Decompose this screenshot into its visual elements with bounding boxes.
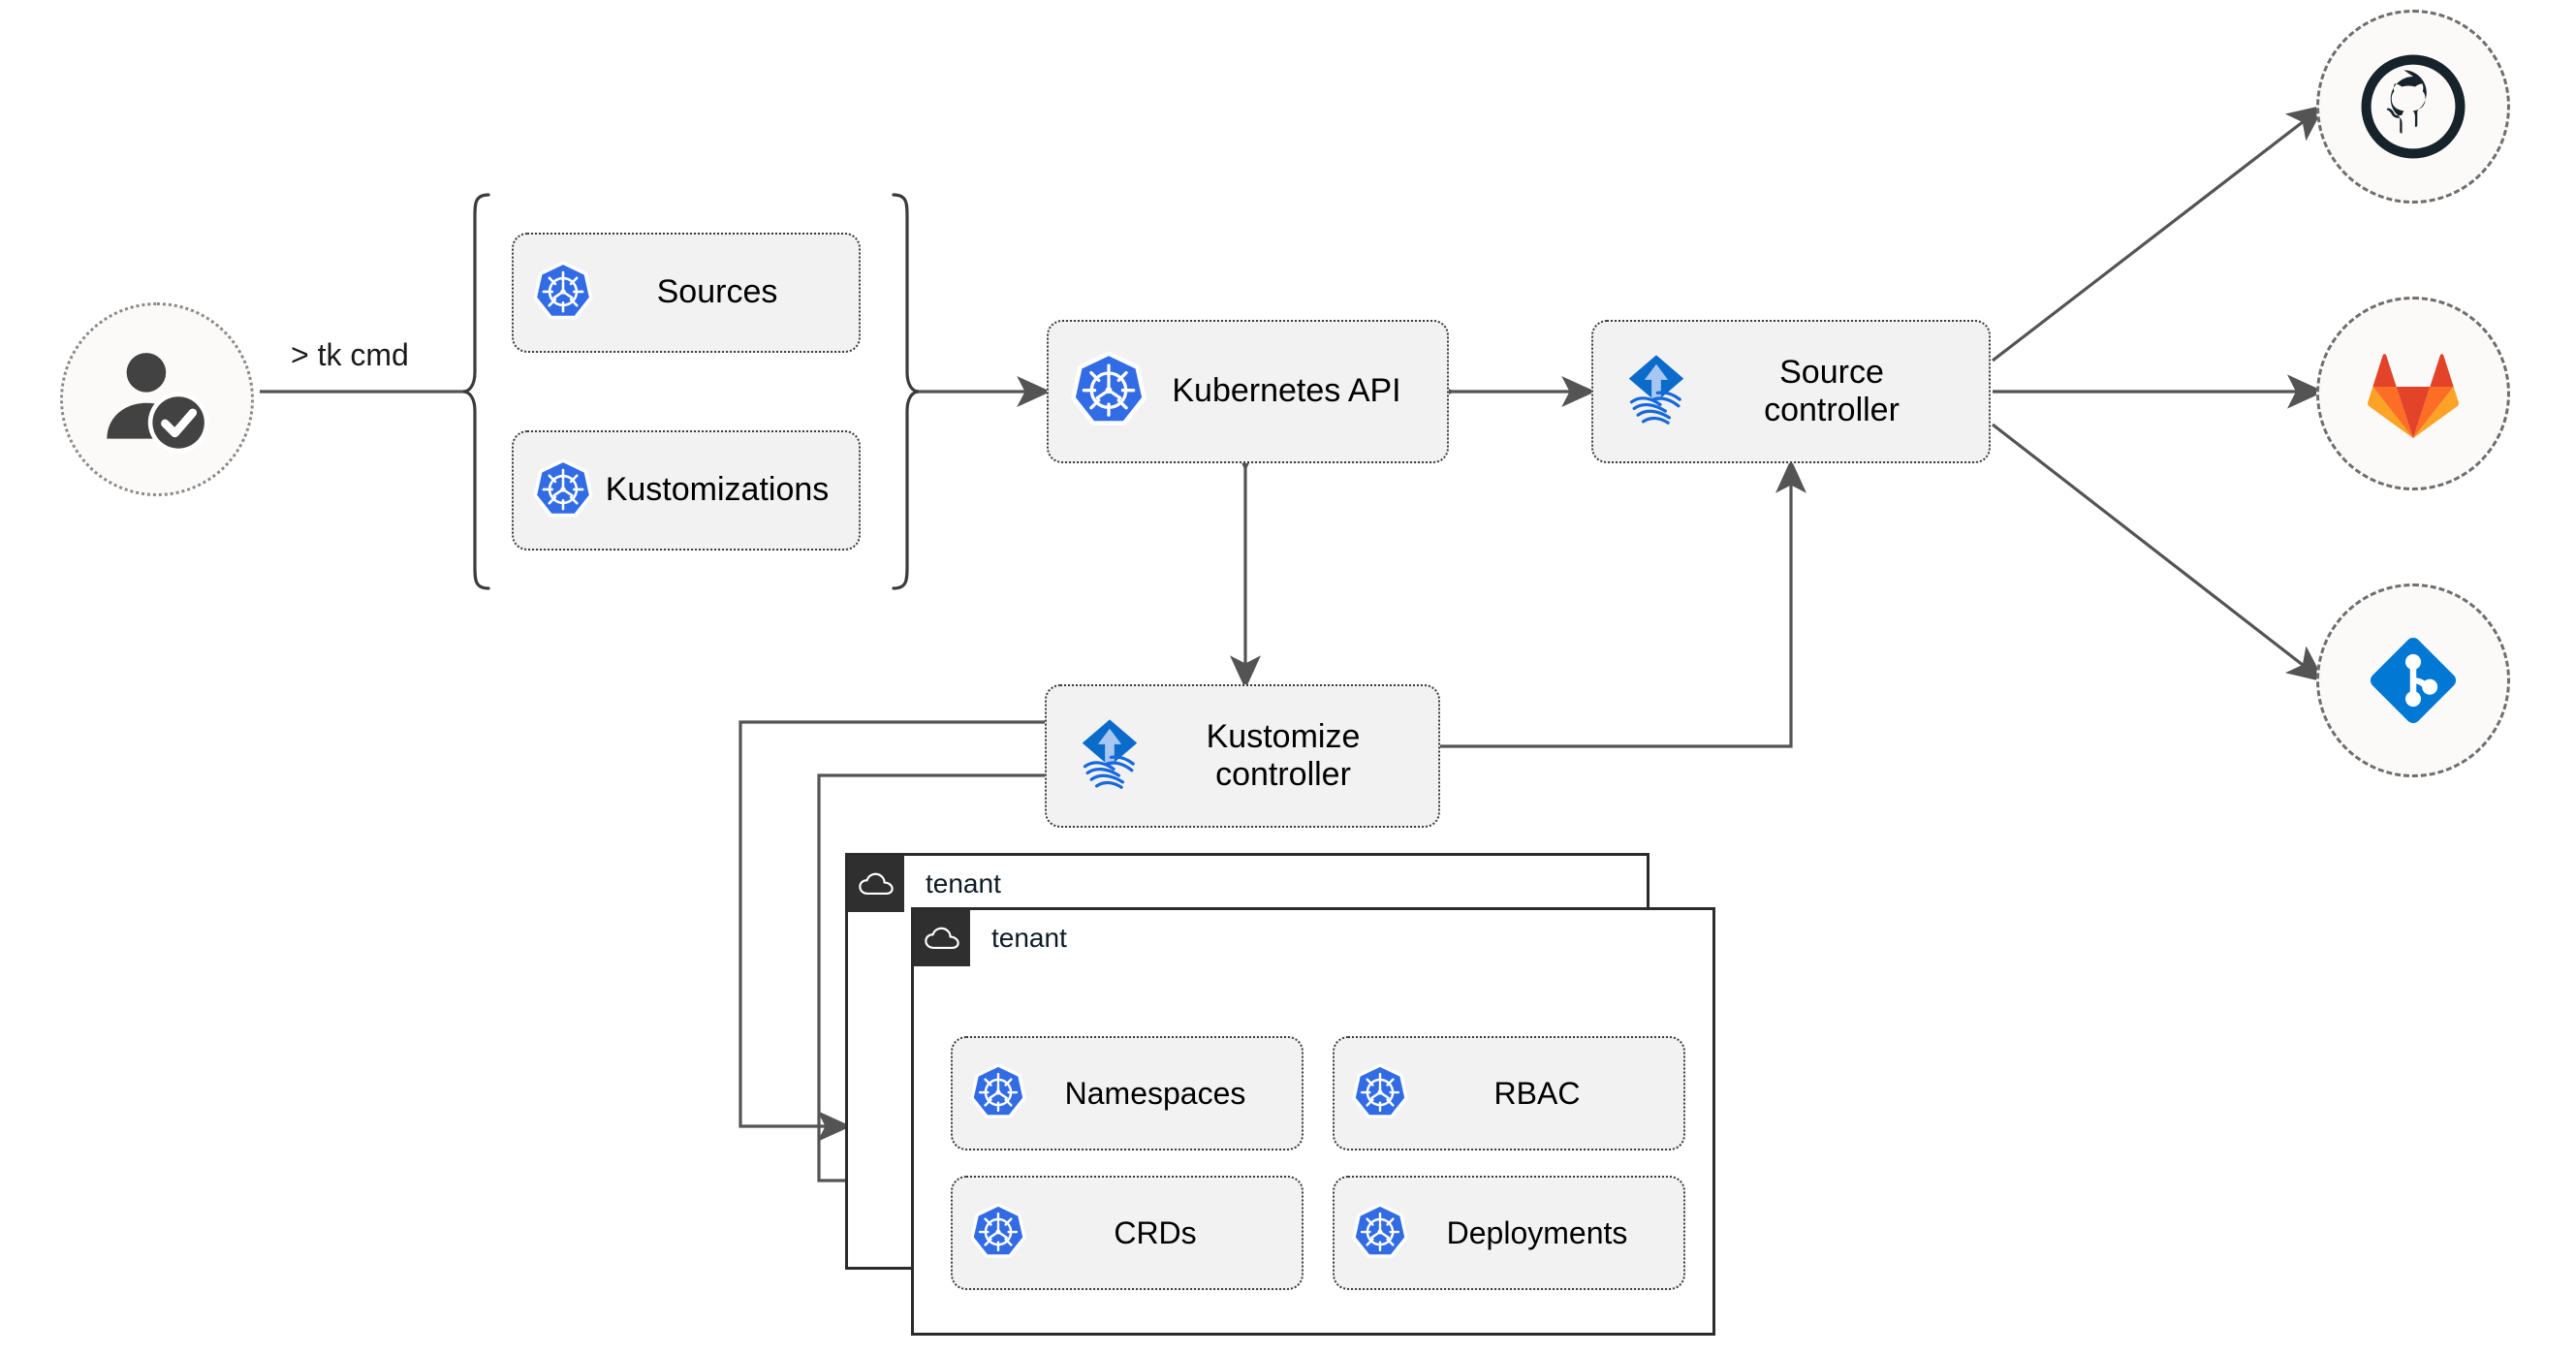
tenant-header: tenant [914,910,1067,966]
gitlab-icon [2367,354,2460,439]
node-crds[interactable]: CRDs [951,1176,1304,1290]
node-label: CRDs [1114,1214,1197,1250]
tenant-label: tenant [991,923,1067,953]
node-namespaces[interactable]: Namespaces [951,1036,1304,1150]
tenant-label: tenant [926,868,1001,898]
node-label: Namespaces [1064,1075,1246,1111]
tenant-resource-grid: Namespaces [951,1036,1685,1290]
node-label: Kustomizations [605,471,830,509]
tenant-header: tenant [848,856,1001,912]
kubernetes-icon [1350,1063,1410,1123]
node-label: Kubernetes API [1172,372,1401,410]
node-label: Sources [656,273,778,311]
wire-kustomize-to-source [1440,458,1806,748]
kubernetes-icon [968,1203,1028,1263]
node-kustomize-controller[interactable]: Kustomize controller [1045,684,1440,828]
node-kubernetes-api[interactable]: Kubernetes API [1047,320,1449,463]
cloud-icon [914,910,970,966]
node-kustomizations[interactable]: Kustomizations [512,430,861,551]
kubernetes-icon [1068,351,1149,432]
user-verified-icon [107,353,209,454]
node-deployments[interactable]: Deployments [1333,1176,1685,1290]
provider-azure-repos-circle[interactable] [2316,583,2510,777]
wire-source-to-github [1992,105,2326,362]
provider-github-circle[interactable] [2316,10,2510,204]
resource-group-brace-right [892,193,920,590]
tenant-container-2[interactable]: tenant [911,907,1715,1336]
node-label: Deployments [1446,1214,1628,1250]
github-icon [2361,54,2466,159]
provider-gitlab-circle[interactable] [2316,297,2510,490]
node-label: RBAC [1493,1075,1581,1111]
node-rbac[interactable]: RBAC [1333,1036,1685,1150]
node-label: Kustomize controller [1206,717,1361,793]
node-source-controller[interactable]: Source controller [1591,320,1991,463]
flux-icon [1615,350,1698,433]
wire-source-to-azure [1992,423,2326,682]
flux-icon [1068,714,1151,798]
cloud-icon [848,856,904,912]
command-label: > tk cmd [291,337,409,372]
kubernetes-icon [531,458,595,522]
resource-group-brace-left [462,193,490,590]
node-sources[interactable]: Sources [512,233,861,353]
kubernetes-icon [968,1063,1028,1123]
azure-repos-git-icon [2370,637,2457,724]
actor-user-circle[interactable] [60,302,254,496]
kubernetes-icon [1350,1203,1410,1263]
kubernetes-icon [531,261,595,325]
node-label: Source controller [1764,353,1900,428]
